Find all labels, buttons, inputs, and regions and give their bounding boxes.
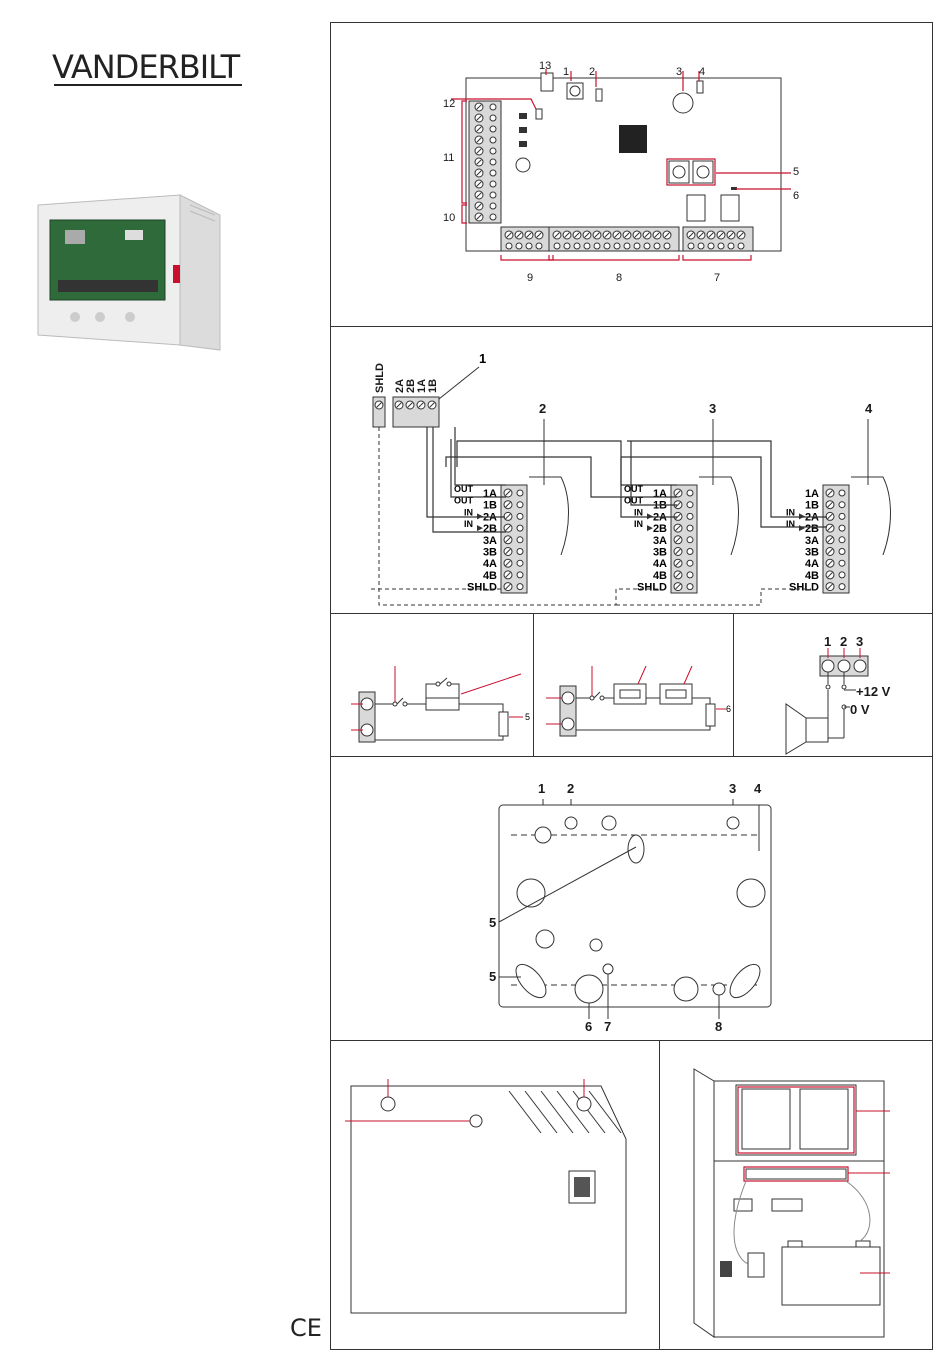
fig3-label-6: 6 bbox=[726, 704, 731, 714]
figure-loop-double: 6 bbox=[533, 613, 735, 758]
figure-loop-single: 5 bbox=[330, 613, 535, 758]
fig4-callout-1: 1 bbox=[824, 634, 831, 649]
in-tag: IN bbox=[634, 519, 643, 529]
fig1-callout-3: 3 bbox=[676, 66, 682, 78]
fig4-label-plus12v: +12 V bbox=[856, 684, 891, 699]
in-tag: IN bbox=[464, 507, 473, 517]
module-terminal-label: 1A bbox=[653, 488, 667, 500]
fig5-callout-5b: 5 bbox=[489, 969, 496, 984]
source-terminal-label: 1B bbox=[427, 379, 439, 393]
fig2-callout-1: 1 bbox=[479, 351, 486, 366]
fig2-callout-2: 2 bbox=[539, 401, 546, 416]
module-terminal-label: SHLD bbox=[789, 582, 819, 594]
figure-sounder-wiring: 1 2 3 +12 V 0 V bbox=[733, 613, 933, 758]
fig5-callout-7: 7 bbox=[604, 1019, 611, 1034]
in-tag: IN bbox=[634, 507, 643, 517]
module-terminal-label: 4B bbox=[805, 570, 819, 582]
module-terminal-label: 4A bbox=[483, 558, 497, 570]
module-terminal-label: SHLD bbox=[637, 582, 667, 594]
module-terminal-label: 2B bbox=[653, 523, 667, 535]
module-terminal-label: 1A bbox=[805, 488, 819, 500]
figure-enclosure-base: 1 2 3 4 5 5 6 7 8 bbox=[330, 756, 933, 1042]
module-terminal-label: 4B bbox=[483, 570, 497, 582]
figure-open-housing bbox=[659, 1040, 933, 1350]
module-terminal-label: SHLD bbox=[467, 582, 497, 594]
fig4-label-0v: 0 V bbox=[850, 702, 870, 717]
fig5-callout-6: 6 bbox=[585, 1019, 592, 1034]
fig4-callout-3: 3 bbox=[856, 634, 863, 649]
fig1-callout-10: 10 bbox=[443, 212, 455, 224]
fig2-callout-3: 3 bbox=[709, 401, 716, 416]
fig1-callout-2: 2 bbox=[589, 66, 595, 78]
fig1-callout-5: 5 bbox=[793, 166, 799, 178]
module-terminal-label: 1A bbox=[483, 488, 497, 500]
module-terminal-label: 3A bbox=[653, 535, 667, 547]
module-terminal-label: 4B bbox=[653, 570, 667, 582]
module-terminal-label: 2B bbox=[805, 523, 819, 535]
ce-mark: CE bbox=[290, 1314, 322, 1342]
logo-underline bbox=[54, 84, 242, 86]
figure-enclosure-lid bbox=[330, 1040, 661, 1350]
module-terminal-label: 4A bbox=[653, 558, 667, 570]
module-terminal-label: 1B bbox=[653, 500, 667, 512]
module-terminal-label: 2B bbox=[483, 523, 497, 535]
module-terminal-label: 3B bbox=[805, 547, 819, 559]
module-terminal-label: 3A bbox=[483, 535, 497, 547]
in-tag: IN bbox=[464, 519, 473, 529]
fig5-callout-1: 1 bbox=[538, 781, 545, 796]
fig2-callout-4: 4 bbox=[865, 401, 873, 416]
figure-pcb-layout: 13 1 2 3 4 12 11 5 6 10 9 8 7 bbox=[330, 22, 933, 327]
module-terminal-label: 1B bbox=[483, 500, 497, 512]
vanderbilt-logo: VANDERBILT bbox=[52, 48, 239, 86]
fig1-callout-13: 13 bbox=[539, 60, 551, 72]
fig1-callout-1: 1 bbox=[563, 66, 569, 78]
fig5-callout-2: 2 bbox=[567, 781, 574, 796]
fig1-callout-4: 4 bbox=[699, 66, 705, 78]
fig5-callout-4: 4 bbox=[754, 781, 762, 796]
fig1-callout-9: 9 bbox=[527, 272, 533, 284]
fig4-callout-2: 2 bbox=[840, 634, 847, 649]
fig5-callout-8: 8 bbox=[715, 1019, 722, 1034]
fig3-label-5: 5 bbox=[525, 712, 530, 722]
module-terminal-label: 3A bbox=[805, 535, 819, 547]
fig1-callout-8: 8 bbox=[616, 272, 622, 284]
fig1-callout-11: 11 bbox=[443, 152, 454, 164]
module-terminal-label: 3B bbox=[653, 547, 667, 559]
in-tag: IN bbox=[786, 507, 795, 517]
product-photo bbox=[30, 185, 230, 360]
fig1-callout-7: 7 bbox=[714, 272, 720, 284]
fig5-callout-3: 3 bbox=[729, 781, 736, 796]
source-terminal-label: SHLD bbox=[374, 363, 386, 393]
fig1-callout-12: 12 bbox=[443, 98, 455, 110]
module-terminal-label: 1B bbox=[805, 500, 819, 512]
module-terminal-label: 3B bbox=[483, 547, 497, 559]
fig5-callout-5a: 5 bbox=[489, 915, 496, 930]
fig1-callout-6: 6 bbox=[793, 190, 799, 202]
module-terminal-label: 4A bbox=[805, 558, 819, 570]
